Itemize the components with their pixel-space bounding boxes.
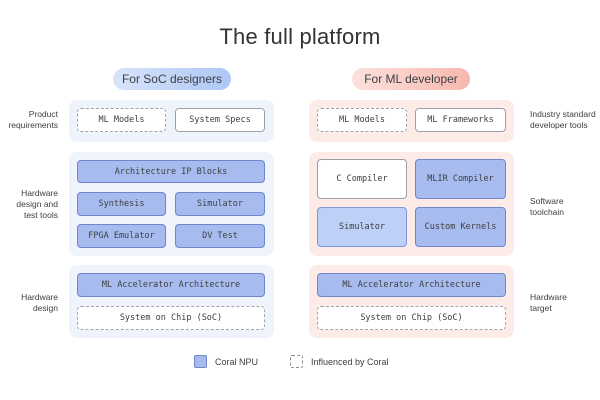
influenced-legend-label: Influenced by Coral: [311, 357, 389, 367]
label-product-requirements-text: Product requirements: [8, 109, 58, 130]
right-soc-box: System on Chip (SoC): [317, 306, 506, 330]
fpga-emulator-box: FPGA Emulator: [77, 224, 166, 248]
label-hardware-target-text: Hardware target: [530, 292, 567, 313]
right-ml-models-box: ML Models: [317, 108, 407, 132]
left-soc-box: System on Chip (SoC): [77, 306, 265, 330]
left-system-specs-box: System Specs: [175, 108, 265, 132]
left-ml-accelerator-box: ML Accelerator Architecture: [77, 273, 265, 297]
coral-npu-legend-swatch: [194, 355, 207, 368]
ml-developer-pill: For ML developer: [352, 68, 470, 90]
label-product-requirements: Product requirements: [0, 109, 58, 131]
soc-designers-pill: For SoC designers: [113, 68, 231, 90]
c-compiler-box: C Compiler: [317, 159, 407, 199]
custom-kernels-box: Custom Kernels: [415, 207, 506, 247]
dv-test-box: DV Test: [175, 224, 265, 248]
synthesis-box: Synthesis: [77, 192, 166, 216]
label-software-toolchain: Software toolchain: [530, 196, 600, 218]
architecture-ip-blocks-box: Architecture IP Blocks: [77, 160, 265, 183]
label-industry-tools-text: Industry standard developer tools: [530, 109, 596, 130]
right-simulator-box: Simulator: [317, 207, 407, 247]
label-hardware-design-tools-text: Hardware design and test tools: [16, 188, 58, 220]
label-hardware-target: Hardware target: [530, 292, 600, 314]
ml-frameworks-box: ML Frameworks: [415, 108, 506, 132]
label-hardware-design-text: Hardware design: [21, 292, 58, 313]
left-simulator-box: Simulator: [175, 192, 265, 216]
label-hardware-design: Hardware design: [0, 292, 58, 314]
coral-npu-legend-label: Coral NPU: [215, 357, 259, 367]
page-title: The full platform: [219, 24, 381, 49]
label-software-toolchain-text: Software toolchain: [530, 196, 565, 217]
left-ml-models-box: ML Models: [77, 108, 166, 132]
right-ml-accelerator-box: ML Accelerator Architecture: [317, 273, 506, 297]
label-hardware-design-tools: Hardware design and test tools: [0, 188, 58, 221]
label-industry-tools: Industry standard developer tools: [530, 109, 600, 131]
influenced-legend-swatch: [290, 355, 303, 368]
mlir-compiler-box: MLIR Compiler: [415, 159, 506, 199]
